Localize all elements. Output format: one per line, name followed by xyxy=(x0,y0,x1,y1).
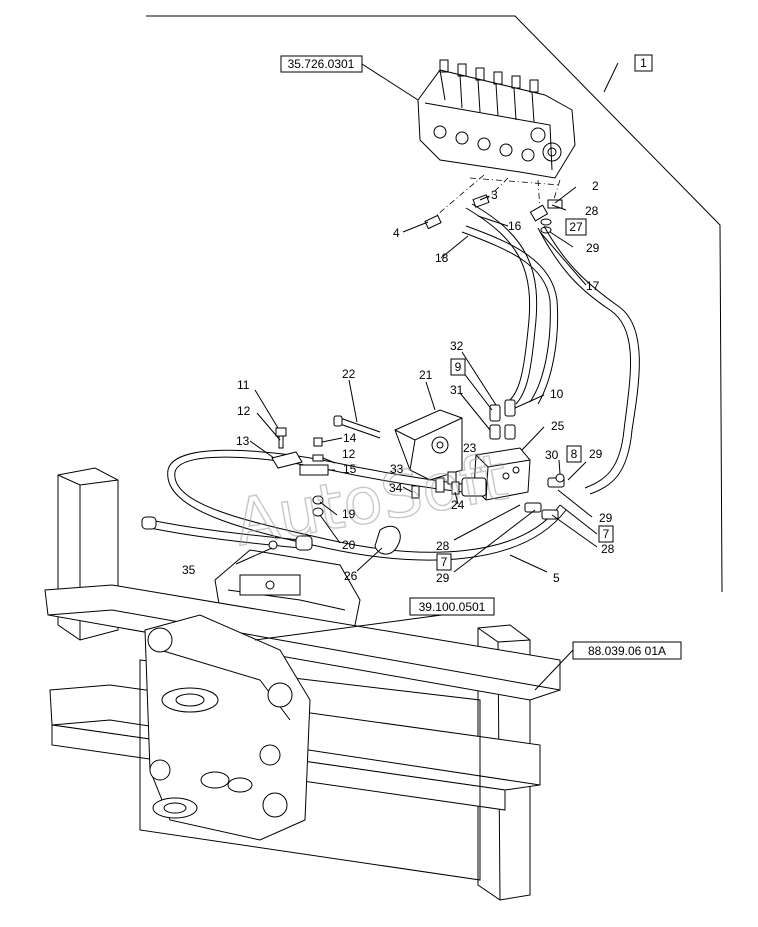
callout-4[interactable]: 4 xyxy=(393,226,400,240)
callout-32[interactable]: 32 xyxy=(450,339,464,353)
mounting-bracket xyxy=(394,409,463,493)
ref-bracket-label: 39.100.0501 xyxy=(419,600,486,614)
boxed-callout-7b[interactable]: 7 xyxy=(436,553,452,571)
callout-20[interactable]: 20 xyxy=(342,538,356,552)
boxed-callout-1-label: 1 xyxy=(640,56,647,70)
callout-23[interactable]: 23 xyxy=(463,441,477,455)
callout-25[interactable]: 25 xyxy=(551,419,565,433)
callout-29b[interactable]: 29 xyxy=(589,447,603,461)
callout-12a[interactable]: 12 xyxy=(237,404,251,418)
callout-28a[interactable]: 28 xyxy=(585,204,599,218)
callout-3[interactable]: 3 xyxy=(491,188,498,202)
boxed-callout-1[interactable]: 1 xyxy=(634,54,653,72)
callout-28b[interactable]: 28 xyxy=(436,539,450,553)
boxed-callout-7b-label: 7 xyxy=(441,555,448,569)
boxed-callout-8[interactable]: 8 xyxy=(566,445,582,463)
callout-13[interactable]: 13 xyxy=(236,434,250,448)
ref-bracket[interactable]: 39.100.0501 xyxy=(409,597,495,616)
boxed-callout-27[interactable]: 27 xyxy=(565,218,587,236)
boxed-callout-7a-label: 7 xyxy=(603,527,610,541)
ref-frame[interactable]: 88.039.06 01A xyxy=(572,641,682,660)
boxed-callout-7a[interactable]: 7 xyxy=(598,525,614,543)
leader-lines xyxy=(235,63,598,691)
callout-numbers: 2 3 4 5 10 11 12 12 13 14 15 16 17 18 19… xyxy=(182,179,615,585)
center-lines xyxy=(436,174,561,216)
diverter-valve xyxy=(461,399,565,520)
callout-31[interactable]: 31 xyxy=(450,383,464,397)
callout-33[interactable]: 33 xyxy=(390,462,404,476)
callout-29a[interactable]: 29 xyxy=(586,241,600,255)
callout-14[interactable]: 14 xyxy=(343,431,357,445)
callout-34[interactable]: 34 xyxy=(389,481,403,495)
boxed-callout-9-label: 9 xyxy=(455,360,462,374)
callout-28c[interactable]: 28 xyxy=(601,542,615,556)
tow-hitch xyxy=(144,614,311,841)
callout-29d[interactable]: 29 xyxy=(436,571,450,585)
callout-30[interactable]: 30 xyxy=(545,448,559,462)
callout-22[interactable]: 22 xyxy=(342,367,356,381)
callout-15[interactable]: 15 xyxy=(343,462,357,476)
callout-17[interactable]: 17 xyxy=(586,279,600,293)
callout-24[interactable]: 24 xyxy=(451,498,465,512)
boxed-callout-8-label: 8 xyxy=(571,447,578,461)
callout-5[interactable]: 5 xyxy=(553,571,560,585)
callout-10[interactable]: 10 xyxy=(550,387,564,401)
assembly-bracket-line xyxy=(146,15,723,593)
boxed-callout-27-label: 27 xyxy=(569,220,583,234)
ref-frame-label: 88.039.06 01A xyxy=(588,644,666,658)
control-valve-block xyxy=(417,59,576,179)
callout-2[interactable]: 2 xyxy=(592,179,599,193)
small-hardware xyxy=(268,415,565,555)
callout-12b[interactable]: 12 xyxy=(342,447,356,461)
callout-19[interactable]: 19 xyxy=(342,507,356,521)
callout-29c[interactable]: 29 xyxy=(599,511,613,525)
ref-valve-block-label: 35.726.0301 xyxy=(288,57,355,71)
callout-21[interactable]: 21 xyxy=(419,368,433,382)
callout-16[interactable]: 16 xyxy=(508,219,522,233)
watermark: AutoSoft xyxy=(229,441,513,562)
boxed-callout-9[interactable]: 9 xyxy=(450,358,466,376)
callout-26[interactable]: 26 xyxy=(344,569,358,583)
callout-35[interactable]: 35 xyxy=(182,563,196,577)
callout-11[interactable]: 11 xyxy=(237,378,250,392)
callout-18[interactable]: 18 xyxy=(435,251,449,265)
ref-valve-block[interactable]: 35.726.0301 xyxy=(280,55,363,73)
